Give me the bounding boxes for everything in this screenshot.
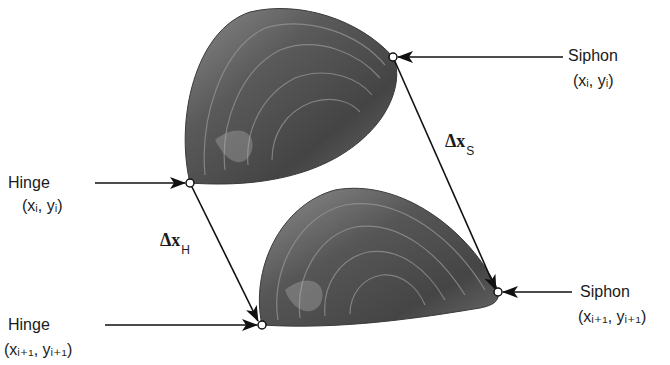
coordinate-label: (xᵢ, yᵢ) — [573, 71, 614, 90]
coordinate-label: (xᵢ₊₁, yᵢ₊₁) — [4, 340, 72, 359]
landmark-label: Siphon — [568, 46, 618, 65]
pointer-arrow — [95, 182, 185, 184]
growth-lines — [204, 24, 385, 175]
mussel-shell — [185, 9, 397, 184]
shell-highlight — [285, 281, 323, 312]
pointer-arrow — [105, 324, 257, 326]
vector-label: Δx — [160, 230, 180, 252]
pointer-arrow — [503, 291, 572, 293]
landmark-label: Siphon — [580, 282, 630, 301]
growth-lines — [277, 204, 485, 320]
displacement-arrow — [190, 183, 258, 321]
displacement-arrow — [393, 57, 496, 290]
mussel-shell — [259, 188, 498, 326]
coordinate-label: (xᵢ, yᵢ) — [22, 196, 63, 215]
landmark-dot — [389, 53, 397, 61]
pointer-arrow — [398, 56, 563, 58]
vector-label: Δx — [445, 131, 465, 153]
landmark-dot — [494, 288, 502, 296]
shell-highlight — [215, 131, 253, 163]
coordinate-label: (xᵢ₊₁, yᵢ₊₁) — [578, 307, 646, 326]
vector-subscript: S — [466, 144, 474, 158]
landmark-label: Hinge — [8, 315, 50, 334]
vector-subscript: H — [181, 243, 190, 257]
landmark-dot — [186, 179, 194, 187]
landmark-label: Hinge — [8, 173, 50, 192]
landmark-dot — [258, 321, 266, 329]
